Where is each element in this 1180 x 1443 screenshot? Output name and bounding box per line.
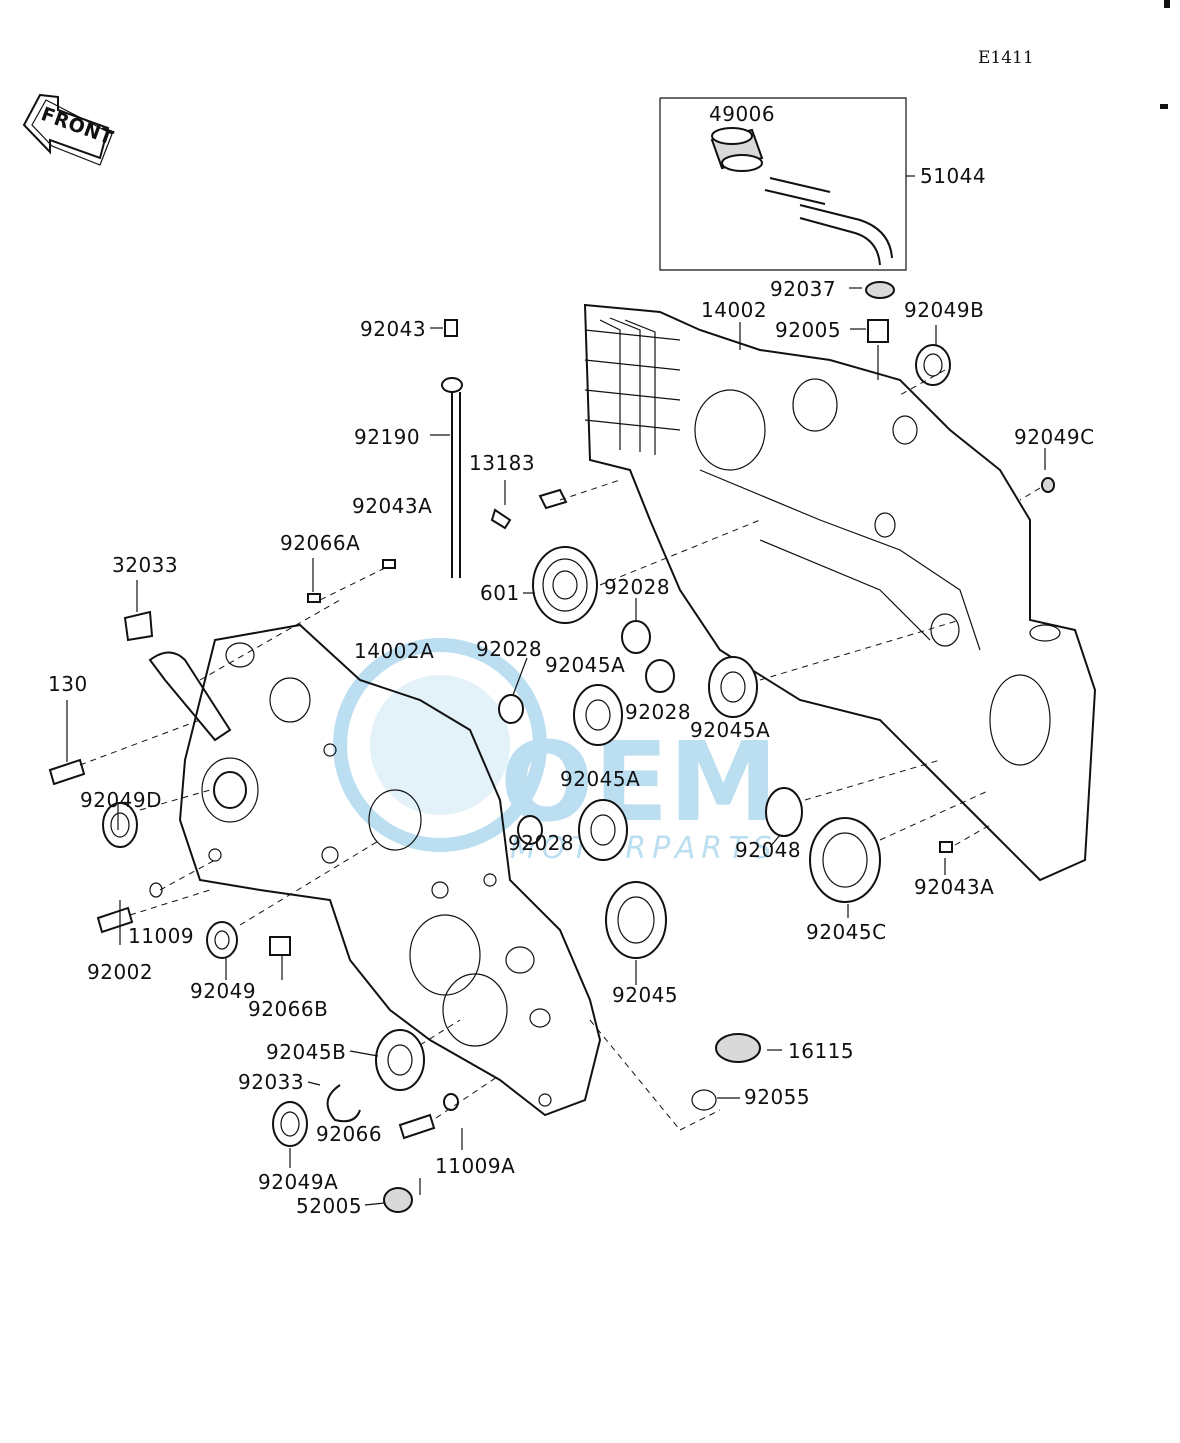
part-label: 11009A bbox=[435, 1154, 515, 1178]
leader-lines bbox=[66, 175, 1046, 1206]
part-label: 92049D bbox=[80, 788, 162, 812]
part-label: 92049B bbox=[904, 298, 984, 322]
part-label: 92190 bbox=[354, 425, 420, 449]
part-label: 92049C bbox=[1014, 425, 1095, 449]
breather-hose-group bbox=[659, 97, 907, 271]
part-label: 92055 bbox=[744, 1085, 810, 1109]
part-label: 92045A bbox=[560, 767, 640, 791]
part-label: 52005 bbox=[296, 1194, 362, 1218]
part-label: 92037 bbox=[770, 277, 836, 301]
part-label: 49006 bbox=[709, 102, 775, 126]
corner-mark bbox=[1160, 104, 1168, 109]
part-label: 92043A bbox=[914, 875, 994, 899]
part-labels: 49006 51044 92037 14002 92005 92049B 920… bbox=[48, 102, 1095, 1218]
part-label: 92045 bbox=[612, 983, 678, 1007]
part-label: 92005 bbox=[775, 318, 841, 342]
part-label: 92028 bbox=[604, 575, 670, 599]
part-label: 92002 bbox=[87, 960, 153, 984]
watermark-tagline: MOTORPARTS bbox=[510, 831, 778, 866]
part-label: 92066 bbox=[316, 1122, 382, 1146]
part-label: 92043A bbox=[352, 494, 432, 518]
part-label: 92066A bbox=[280, 531, 360, 555]
part-label: 51044 bbox=[920, 164, 986, 188]
part-label: 32033 bbox=[112, 553, 178, 577]
part-label: 92045B bbox=[266, 1040, 346, 1064]
part-label: 92028 bbox=[625, 700, 691, 724]
part-label: 92043 bbox=[360, 317, 426, 341]
part-label: 92045C bbox=[806, 920, 887, 944]
part-label: 14002 bbox=[701, 298, 767, 322]
part-label: 601 bbox=[480, 581, 520, 605]
crankcase-left bbox=[178, 623, 602, 1117]
part-label: 16115 bbox=[788, 1039, 854, 1063]
diagram-code: E1411 bbox=[978, 48, 1034, 68]
corner-mark bbox=[1164, 0, 1170, 8]
part-label: 92049 bbox=[190, 979, 256, 1003]
part-label: 14002A bbox=[354, 639, 434, 663]
part-label: 11009 bbox=[128, 924, 194, 948]
part-label: 92033 bbox=[238, 1070, 304, 1094]
front-arrow-icon: FRONT bbox=[22, 93, 116, 166]
watermark-logo: OEM MOTORPARTS bbox=[333, 638, 778, 866]
part-label: 92028 bbox=[476, 637, 542, 661]
part-label: 92049A bbox=[258, 1170, 338, 1194]
part-label: 92028 bbox=[508, 831, 574, 855]
part-label: 92045A bbox=[690, 718, 770, 742]
part-label: 92048 bbox=[735, 838, 801, 862]
part-label: 92066B bbox=[248, 997, 328, 1021]
crankcase-right bbox=[583, 303, 1097, 882]
part-label: 13183 bbox=[469, 451, 535, 475]
part-label: 92045A bbox=[545, 653, 625, 677]
part-label: 130 bbox=[48, 672, 88, 696]
watermark-brand: OEM bbox=[500, 718, 778, 846]
